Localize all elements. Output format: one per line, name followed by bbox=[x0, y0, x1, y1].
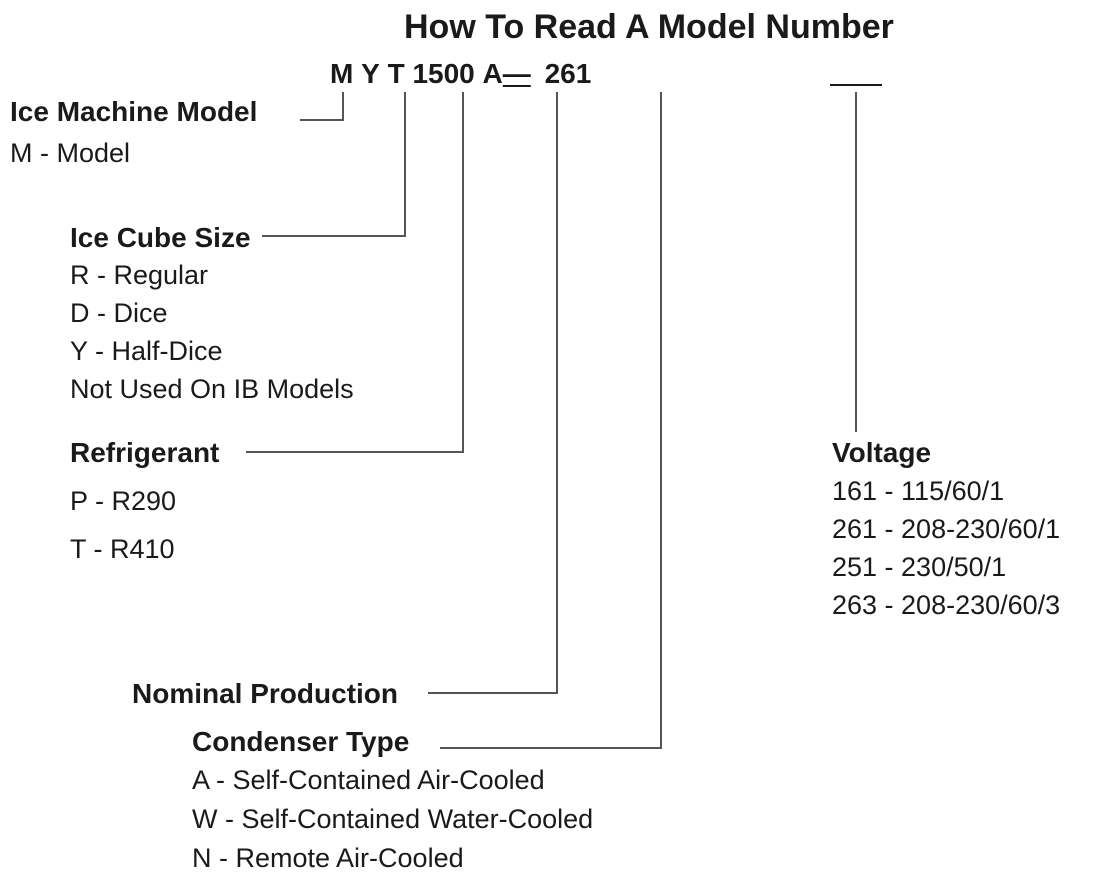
model-dash: — bbox=[502, 58, 531, 89]
page-title: How To Read A Model Number bbox=[404, 8, 894, 46]
model-char-t: T bbox=[387, 58, 405, 89]
ice-cube-size-item: Y - Half-Dice bbox=[70, 336, 223, 366]
ice-machine-model-title: Ice Machine Model bbox=[10, 96, 258, 127]
ice-cube-size-title: Ice Cube Size bbox=[70, 222, 251, 253]
refrigerant-item: T - R410 bbox=[70, 534, 175, 564]
condenser-type-title: Condenser Type bbox=[192, 726, 410, 757]
nominal-production-title: Nominal Production bbox=[132, 678, 398, 709]
condenser-type-item: N - Remote Air-Cooled bbox=[192, 843, 464, 873]
ice-cube-size-item: Not Used On IB Models bbox=[70, 374, 354, 404]
ice-cube-size-item: D - Dice bbox=[70, 298, 168, 328]
model-condenser: A bbox=[482, 58, 503, 89]
connector-condenser-type bbox=[440, 92, 662, 749]
condenser-type-item: W - Self-Contained Water-Cooled bbox=[192, 804, 594, 834]
refrigerant-title: Refrigerant bbox=[70, 437, 220, 468]
voltage-item: 263 - 208-230/60/3 bbox=[832, 590, 1061, 620]
voltage-item: 161 - 115/60/1 bbox=[832, 476, 1005, 506]
voltage-title: Voltage bbox=[832, 437, 932, 468]
model-production: 1500 bbox=[412, 58, 475, 89]
ice-machine-model-item: M - Model bbox=[10, 138, 131, 168]
refrigerant-item: P - R290 bbox=[70, 486, 177, 516]
voltage-item: 261 - 208-230/60/1 bbox=[832, 514, 1061, 544]
model-char-m: M bbox=[330, 58, 354, 89]
model-number: M Y T 1500 A— 261 bbox=[330, 60, 591, 88]
condenser-type-item: A - Self-Contained Air-Cooled bbox=[192, 765, 545, 795]
voltage-blank bbox=[830, 84, 882, 86]
model-voltage: 261 bbox=[544, 58, 592, 89]
connector-refrigerant bbox=[246, 92, 464, 453]
model-char-y: Y bbox=[361, 58, 380, 89]
connector-ice-cube-size bbox=[262, 92, 406, 237]
ice-cube-size-item: R - Regular bbox=[70, 260, 209, 290]
connector-nominal-production bbox=[428, 92, 558, 694]
voltage-item: 251 - 230/50/1 bbox=[832, 552, 1007, 582]
connector-ice-machine-model bbox=[300, 92, 344, 121]
